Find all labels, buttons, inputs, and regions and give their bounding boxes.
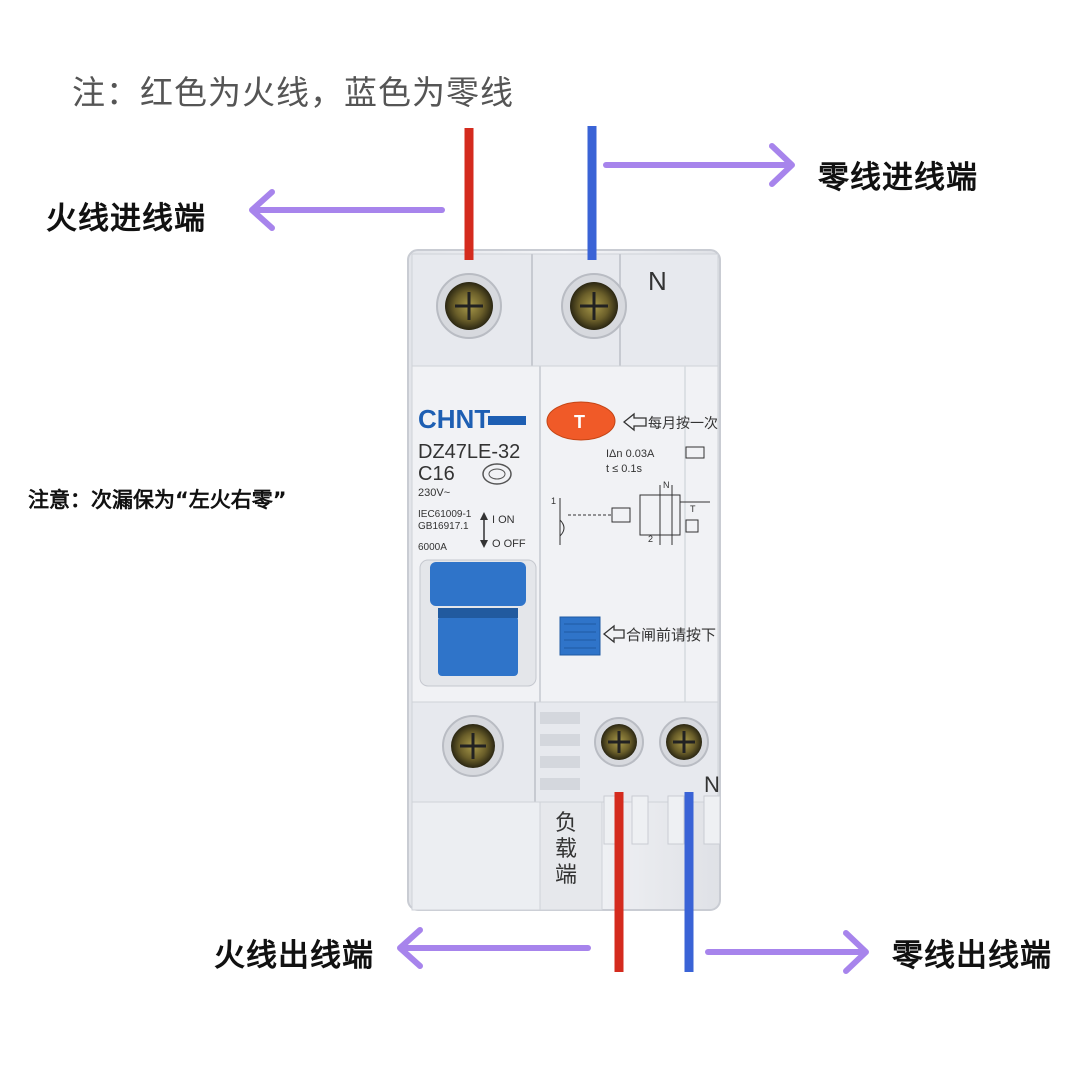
breaking-capacity: 6000A [418,542,447,553]
brand-bar [488,416,526,425]
standard-iec: IEC61009-1 [418,509,472,520]
standard-gb: GB16917.1 [418,521,469,532]
ac-symbol-icon [685,446,705,459]
neutral-input-label: 零线进线端 [818,160,978,196]
schematic-label-1: 1 [551,496,556,506]
wiring-warning-note: 注意：次漏保为“左火右零” [28,488,287,512]
reset-note-arrow-icon [602,624,625,644]
neutral-in-arrow [603,143,795,187]
brand-logo: CHNT [418,404,490,434]
schematic-label-n: N [663,480,670,490]
test-button[interactable]: T [546,401,616,441]
circuit-schematic [559,485,710,545]
schematic-label-2: 2 [648,534,653,544]
bottom-left-screw [442,715,504,777]
load-label-char-3: 端 [555,862,577,887]
neutral-output-label: 零线出线端 [892,938,1052,974]
on-off-arrow-icon [480,512,488,548]
neutral-top-marker: N [648,266,667,296]
voltage-rating: 230V~ [418,487,450,499]
leakage-spec: IΔn 0.03A [606,448,655,460]
bottom-right-screw [659,717,709,767]
bottom-mid-screw [594,717,644,767]
neutral-bottom-marker: N [704,772,720,797]
neutral-out-arrow [705,930,869,974]
top-right-screw [561,273,627,339]
reset-note: 合闸前请按下 [626,627,716,644]
vent-slots [540,712,580,790]
load-label-char-2: 载 [555,836,577,861]
wire-color-note: 注：红色为火线，蓝色为零线 [72,73,514,112]
trip-time-spec: t ≤ 0.1s [606,463,642,475]
live-output-label: 火线出线端 [214,938,374,974]
load-label-char-1: 负 [555,810,577,835]
live-in-arrow [249,189,445,231]
schematic-label-t: T [690,504,696,514]
top-left-screw [436,273,502,339]
load-terminal-label: 负 载 端 [555,810,583,887]
test-note: 每月按一次 [648,415,718,431]
current-rating: C16 [418,463,455,485]
reset-button[interactable] [559,616,601,656]
on-label: I ON [492,514,515,526]
off-label: O OFF [492,538,526,550]
test-button-label: T [574,412,585,432]
live-out-arrow [397,927,591,969]
test-note-arrow-icon [622,412,647,432]
live-input-label: 火线进线端 [46,201,206,237]
ccc-mark-icon [482,463,512,485]
toggle-handle[interactable] [419,559,537,687]
model-number: DZ47LE-32 [418,441,520,463]
